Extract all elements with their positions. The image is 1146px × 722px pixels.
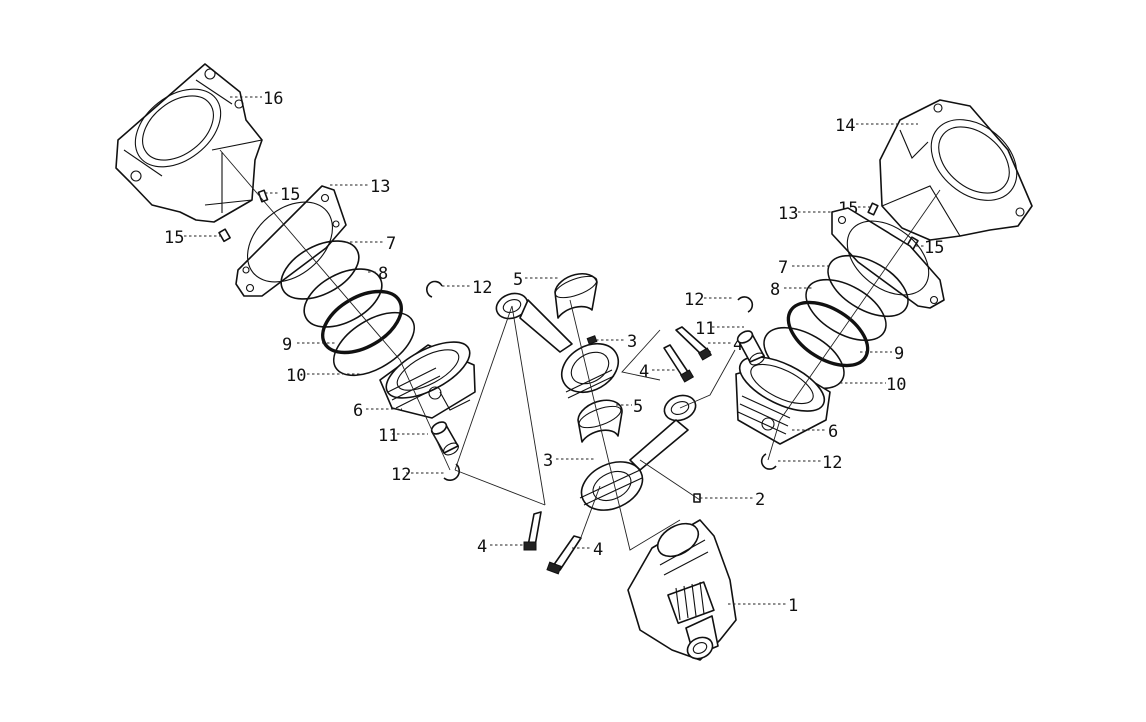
callout-6-left: 6 [353,401,363,421]
callout-12-right-bottom: 12 [822,453,842,473]
right-piston [735,356,831,445]
left-top-ring [280,240,360,300]
rod-bolt-upper-right-a [675,326,713,361]
rod-bolt-lower-left [523,511,542,551]
lower-bearing-shell [577,399,623,443]
callout-16: 16 [263,89,283,109]
left-cylinder-block [115,63,263,223]
left-head-gasket [235,185,347,297]
left-oil-ring [321,289,403,355]
callout-1: 1 [788,596,798,616]
rod-bolt-upper-right-b [663,344,695,383]
left-second-ring [303,268,383,328]
callout-5-upper: 5 [513,270,523,290]
callout-2: 2 [755,490,765,510]
left-ring-expander [332,311,416,377]
callout-4-lower-left: 4 [477,537,487,557]
left-piston [379,341,476,419]
callout-11-right: 11 [695,319,715,339]
callout-12-right-top: 12 [684,290,704,310]
right-circlip-top [737,296,754,313]
upper-bearing-shell [554,273,598,319]
right-oil-ring [786,300,870,368]
right-top-ring [827,254,909,318]
callout-12-left-top: 12 [472,278,492,298]
callout-3-lower: 3 [543,451,553,471]
callout-11-left: 11 [378,426,398,446]
callout-13-right: 13 [778,204,798,224]
right-dowel-pin-a [867,202,879,216]
left-dowel-pin-b [218,228,231,243]
right-cylinder-block [879,99,1033,241]
callout-3-upper: 3 [627,332,637,352]
callout-15-left-a: 15 [280,185,300,205]
left-piston-pin [430,421,459,456]
callout-9-right: 9 [894,344,904,364]
callout-4-upper-left: 4 [639,362,649,382]
right-head-gasket [831,207,945,309]
callout-15-left-b: 15 [164,228,184,248]
callout-4-upper-right: 4 [733,335,743,355]
callout-13-left: 13 [370,177,390,197]
left-circlip-top [426,280,443,298]
callout-8-left: 8 [378,264,388,284]
callout-7-right: 7 [778,258,788,278]
callout-4-lower-right: 4 [593,540,603,560]
assembly-lines [219,149,941,551]
callout-5-lower: 5 [633,397,643,417]
rod-bolt-lower-right [546,535,582,575]
right-piston-pin [736,330,765,366]
right-second-ring [805,278,887,342]
lower-connecting-rod [579,394,697,511]
callout-9-left: 9 [282,335,292,355]
callout-10-right: 10 [886,375,906,395]
right-circlip-bottom [760,453,777,470]
callout-7-left: 7 [386,234,396,254]
callout-15-right-b: 15 [924,238,944,258]
callout-12-left-bottom: 12 [391,465,411,485]
crankshaft [627,519,737,661]
upper-rod-cap-marker [586,335,598,345]
callout-8-right: 8 [770,280,780,300]
callout-14: 14 [835,116,855,136]
callout-6-right: 6 [828,422,838,442]
left-circlip-bottom [443,463,460,481]
callout-10-left: 10 [286,366,306,386]
